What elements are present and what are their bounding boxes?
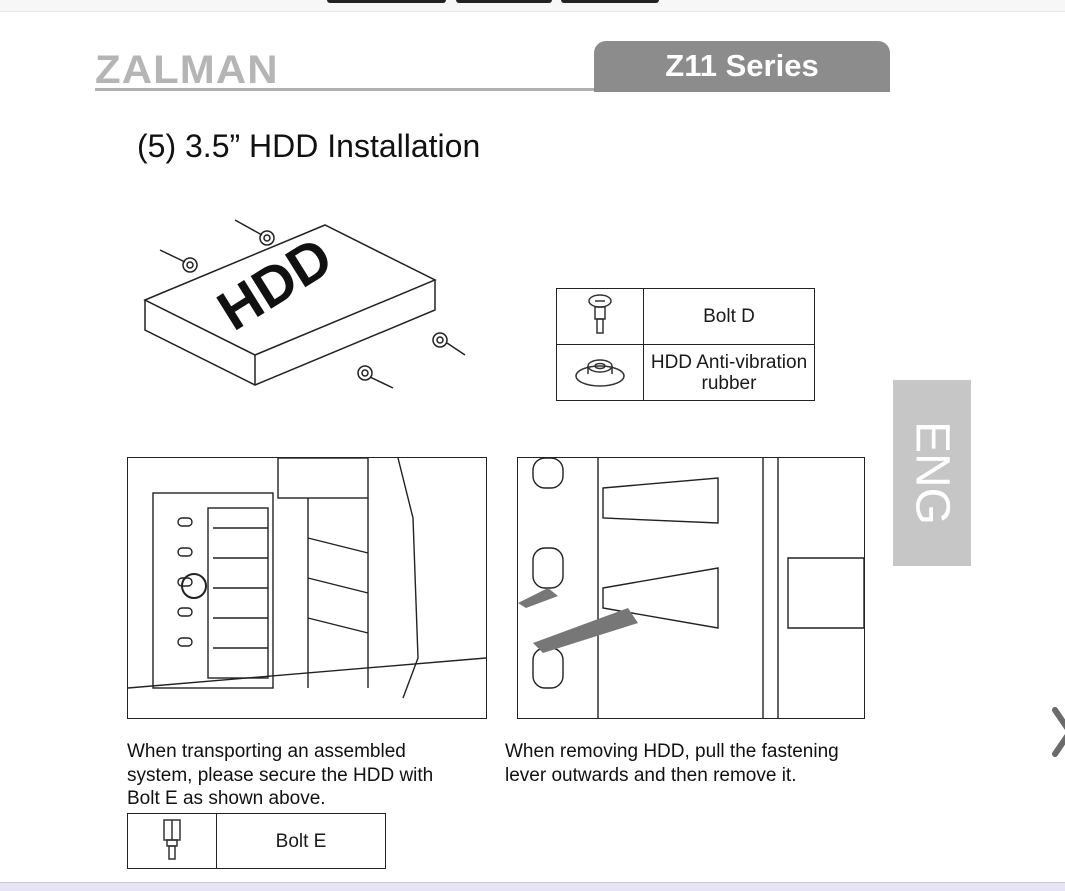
viewer-toolbar	[0, 0, 1065, 12]
table-row: Bolt D	[556, 288, 815, 345]
bolt-d-icon	[556, 288, 644, 345]
bolt-e-illustration	[127, 457, 487, 719]
next-page-chevron-icon[interactable]	[1050, 705, 1065, 760]
hdd-removal-illustration	[517, 457, 865, 719]
bolt-e-label: Bolt E	[216, 813, 386, 869]
section-title: (5) 3.5” HDD Installation	[137, 128, 481, 164]
parts-label: Bolt D	[643, 288, 815, 345]
rubber-icon	[556, 344, 644, 401]
header-divider	[95, 88, 595, 91]
hdd-illustration: HDD	[143, 219, 466, 389]
bolt-e-icon	[127, 813, 217, 869]
zalman-logo: ZALMAN	[95, 48, 279, 92]
toolbar-button[interactable]	[561, 0, 659, 3]
caption-hdd-removal: When removing HDD, pull the fastening le…	[505, 741, 839, 786]
series-tab: Z11 Series	[594, 41, 890, 92]
table-row: HDD Anti-vibration rubber	[556, 344, 815, 401]
viewer-bottom-bar	[0, 882, 1065, 891]
hdd-label: HDD	[207, 225, 343, 343]
parts-table: Bolt D HDD Anti-vibration rubber	[556, 288, 815, 401]
language-tab[interactable]: ENG	[893, 380, 971, 566]
table-row: Bolt E	[127, 813, 386, 869]
toolbar-button[interactable]	[327, 0, 446, 3]
language-label: ENG	[905, 420, 959, 526]
toolbar-button[interactable]	[456, 0, 552, 3]
bolt-e-table: Bolt E	[127, 813, 386, 869]
parts-label: HDD Anti-vibration rubber	[643, 344, 815, 401]
caption-bolt-e: When transporting an assembled system, p…	[127, 741, 434, 809]
